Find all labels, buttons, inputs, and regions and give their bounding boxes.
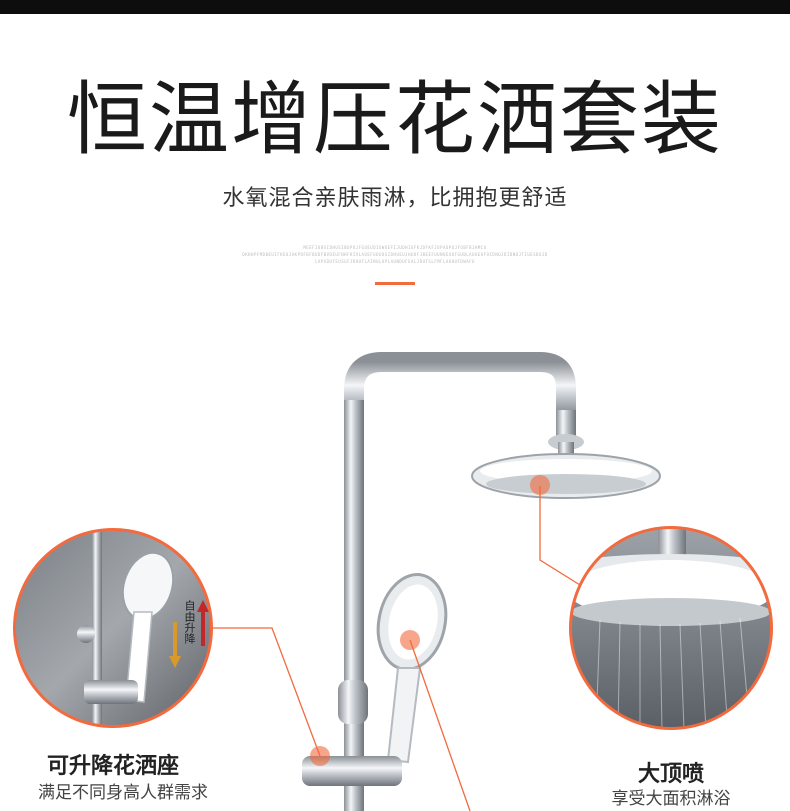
- right-callout-title: 大顶喷: [637, 762, 704, 787]
- lift-badge: 自由升降: [183, 600, 196, 644]
- page-subtitle: 水氧混合亲肤雨淋，比拥抱更舒适: [222, 186, 568, 211]
- fine-print-line-2: DKKHPFMDBEUIFKEUJAKPOFBFBUDFBVDEUFNHFKIV…: [242, 252, 548, 257]
- handheld-shower: [302, 573, 448, 786]
- accent-divider: [375, 282, 415, 285]
- right-callout-subtitle: 享受大面积淋浴: [611, 789, 731, 809]
- shower-riser-pipe: [344, 352, 584, 811]
- left-callout-title: 可升降花洒座: [46, 754, 179, 779]
- top-bar: [0, 0, 790, 14]
- fine-print-line-3: LAPADUFEUSGFJDHUFLAINULUPLAUNDUFEALJDUTS…: [315, 259, 475, 264]
- page-title: 恒温增压花洒套装: [67, 73, 723, 166]
- fine-print-line-1: MEEFIUBSIDHUSIBUPOJFGUEUDIOWUEFIJUDHIUFK…: [303, 245, 487, 250]
- leader-lines: [210, 486, 581, 811]
- rain-shower-head: [471, 453, 661, 499]
- left-callout-subtitle: 满足不同身高人群需求: [38, 783, 208, 803]
- left-detail-circle: [13, 528, 213, 728]
- right-detail-circle: [569, 526, 773, 730]
- marker-dots: [310, 475, 550, 766]
